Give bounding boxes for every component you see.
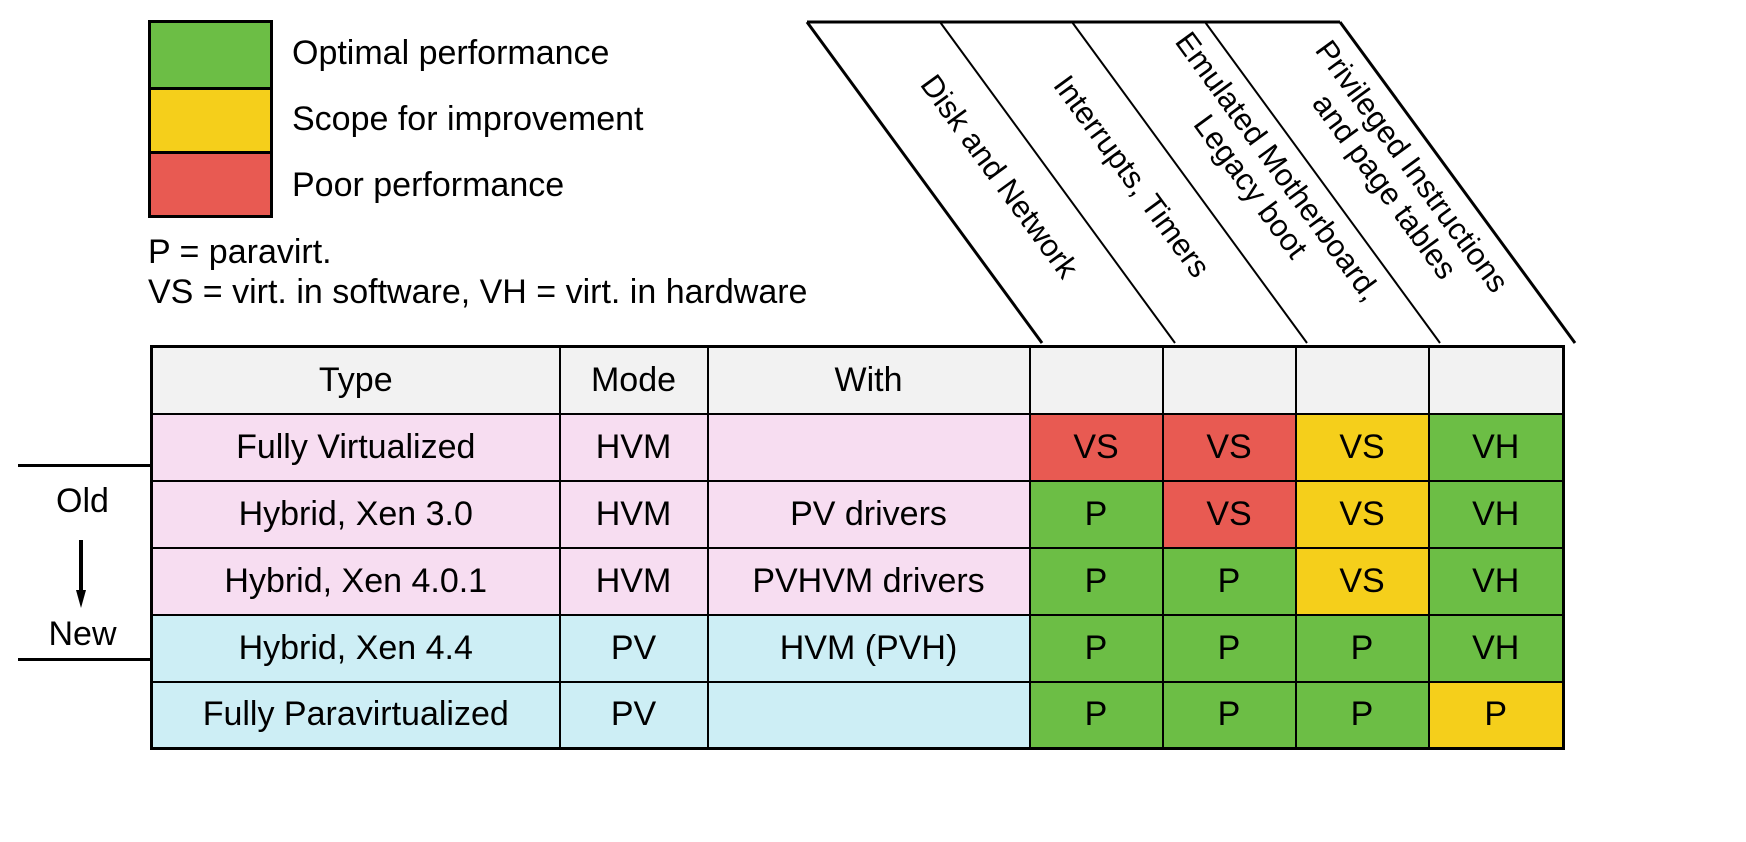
rating-cell: VS [1294,412,1430,482]
row-mode-cell: HVM [558,546,709,616]
timeline-top-rule [18,464,165,467]
diagonal-header-separator [939,21,1176,344]
rating-cell: P [1028,680,1164,750]
column-header-blank [1427,345,1565,415]
rating-cell: P [1294,680,1430,750]
diagonal-header-line: Interrupts, Timers [1047,69,1218,284]
timeline-bottom-rule [18,658,165,661]
down-arrow-icon [76,540,86,608]
abbreviation-notes: P = paravirt. VS = virt. in software, VH… [148,232,807,312]
rating-cell: P [1028,479,1164,549]
diagonal-header-separator [1204,21,1441,344]
rating-cell: P [1294,613,1430,683]
legend-label: Scope for improvement [292,100,644,138]
rating-cell: P [1028,613,1164,683]
legend-swatch-stack [148,20,273,218]
rating-cell: P [1161,613,1297,683]
row-type-cell: Hybrid, Xen 4.4 [150,613,561,683]
rating-cell: P [1028,546,1164,616]
rating-cell: P [1427,680,1565,750]
column-header-blank [1294,345,1430,415]
rating-cell: VH [1427,613,1565,683]
column-header-blank [1028,345,1164,415]
row-mode-cell: PV [558,613,709,683]
row-type-cell: Hybrid, Xen 3.0 [150,479,561,549]
rating-cell: VH [1427,546,1565,616]
timeline-new-label: New [48,615,117,653]
column-header-type: Type [150,345,561,415]
rating-cell: P [1161,546,1297,616]
row-mode-cell: HVM [558,412,709,482]
row-with-cell: PVHVM drivers [706,546,1031,616]
diagonal-column-header: Interrupts, Timers [1047,69,1218,284]
diagonal-header-line: Legacy boot [1187,108,1315,265]
legend-label: Optimal performance [292,34,610,72]
diagonal-column-header: Emulated Motherboard,Legacy boot [1141,25,1388,327]
column-header-with: With [706,345,1031,415]
column-header-blank [1161,345,1297,415]
row-mode-cell: PV [558,680,709,750]
diagonal-header-line: Emulated Motherboard, [1168,25,1388,307]
diagonal-header-separator [1071,21,1308,344]
row-type-cell: Fully Paravirtualized [150,680,561,750]
column-header-mode: Mode [558,345,709,415]
row-with-cell: PV drivers [706,479,1031,549]
diagonal-header-line: and page tables [1305,87,1464,286]
timeline-old-label: Old [56,482,109,520]
row-type-cell: Fully Virtualized [150,412,561,482]
rating-cell: VS [1294,546,1430,616]
rating-cell: VH [1427,479,1565,549]
yellow-swatch-icon [151,86,270,151]
diagonal-header-line: Disk and Network [914,68,1086,285]
rating-cell: P [1161,680,1297,750]
note-line-1: P = paravirt. [148,233,332,271]
rating-cell: VS [1028,412,1164,482]
diagonal-column-header: Privileged Instructionsand page tables [1281,34,1516,319]
note-line-2: VS = virt. in software, VH = virt. in ha… [148,273,808,311]
rating-cell: VH [1427,412,1565,482]
row-with-cell: HVM (PVH) [706,613,1031,683]
red-swatch-icon [151,150,270,215]
timeline-annotation: Old New [0,440,165,690]
rating-cell: VS [1161,479,1297,549]
diagonal-header-separator [1338,21,1577,344]
diagonal-column-header: Disk and Network [914,68,1086,285]
diagonal-header-line: Privileged Instructions [1309,34,1516,299]
rating-cell: VS [1161,412,1297,482]
rating-cell: VS [1294,479,1430,549]
row-type-cell: Hybrid, Xen 4.0.1 [150,546,561,616]
green-swatch-icon [151,23,270,87]
row-mode-cell: HVM [558,479,709,549]
legend-label: Poor performance [292,166,565,204]
row-with-cell [706,412,1031,482]
row-with-cell [706,680,1031,750]
